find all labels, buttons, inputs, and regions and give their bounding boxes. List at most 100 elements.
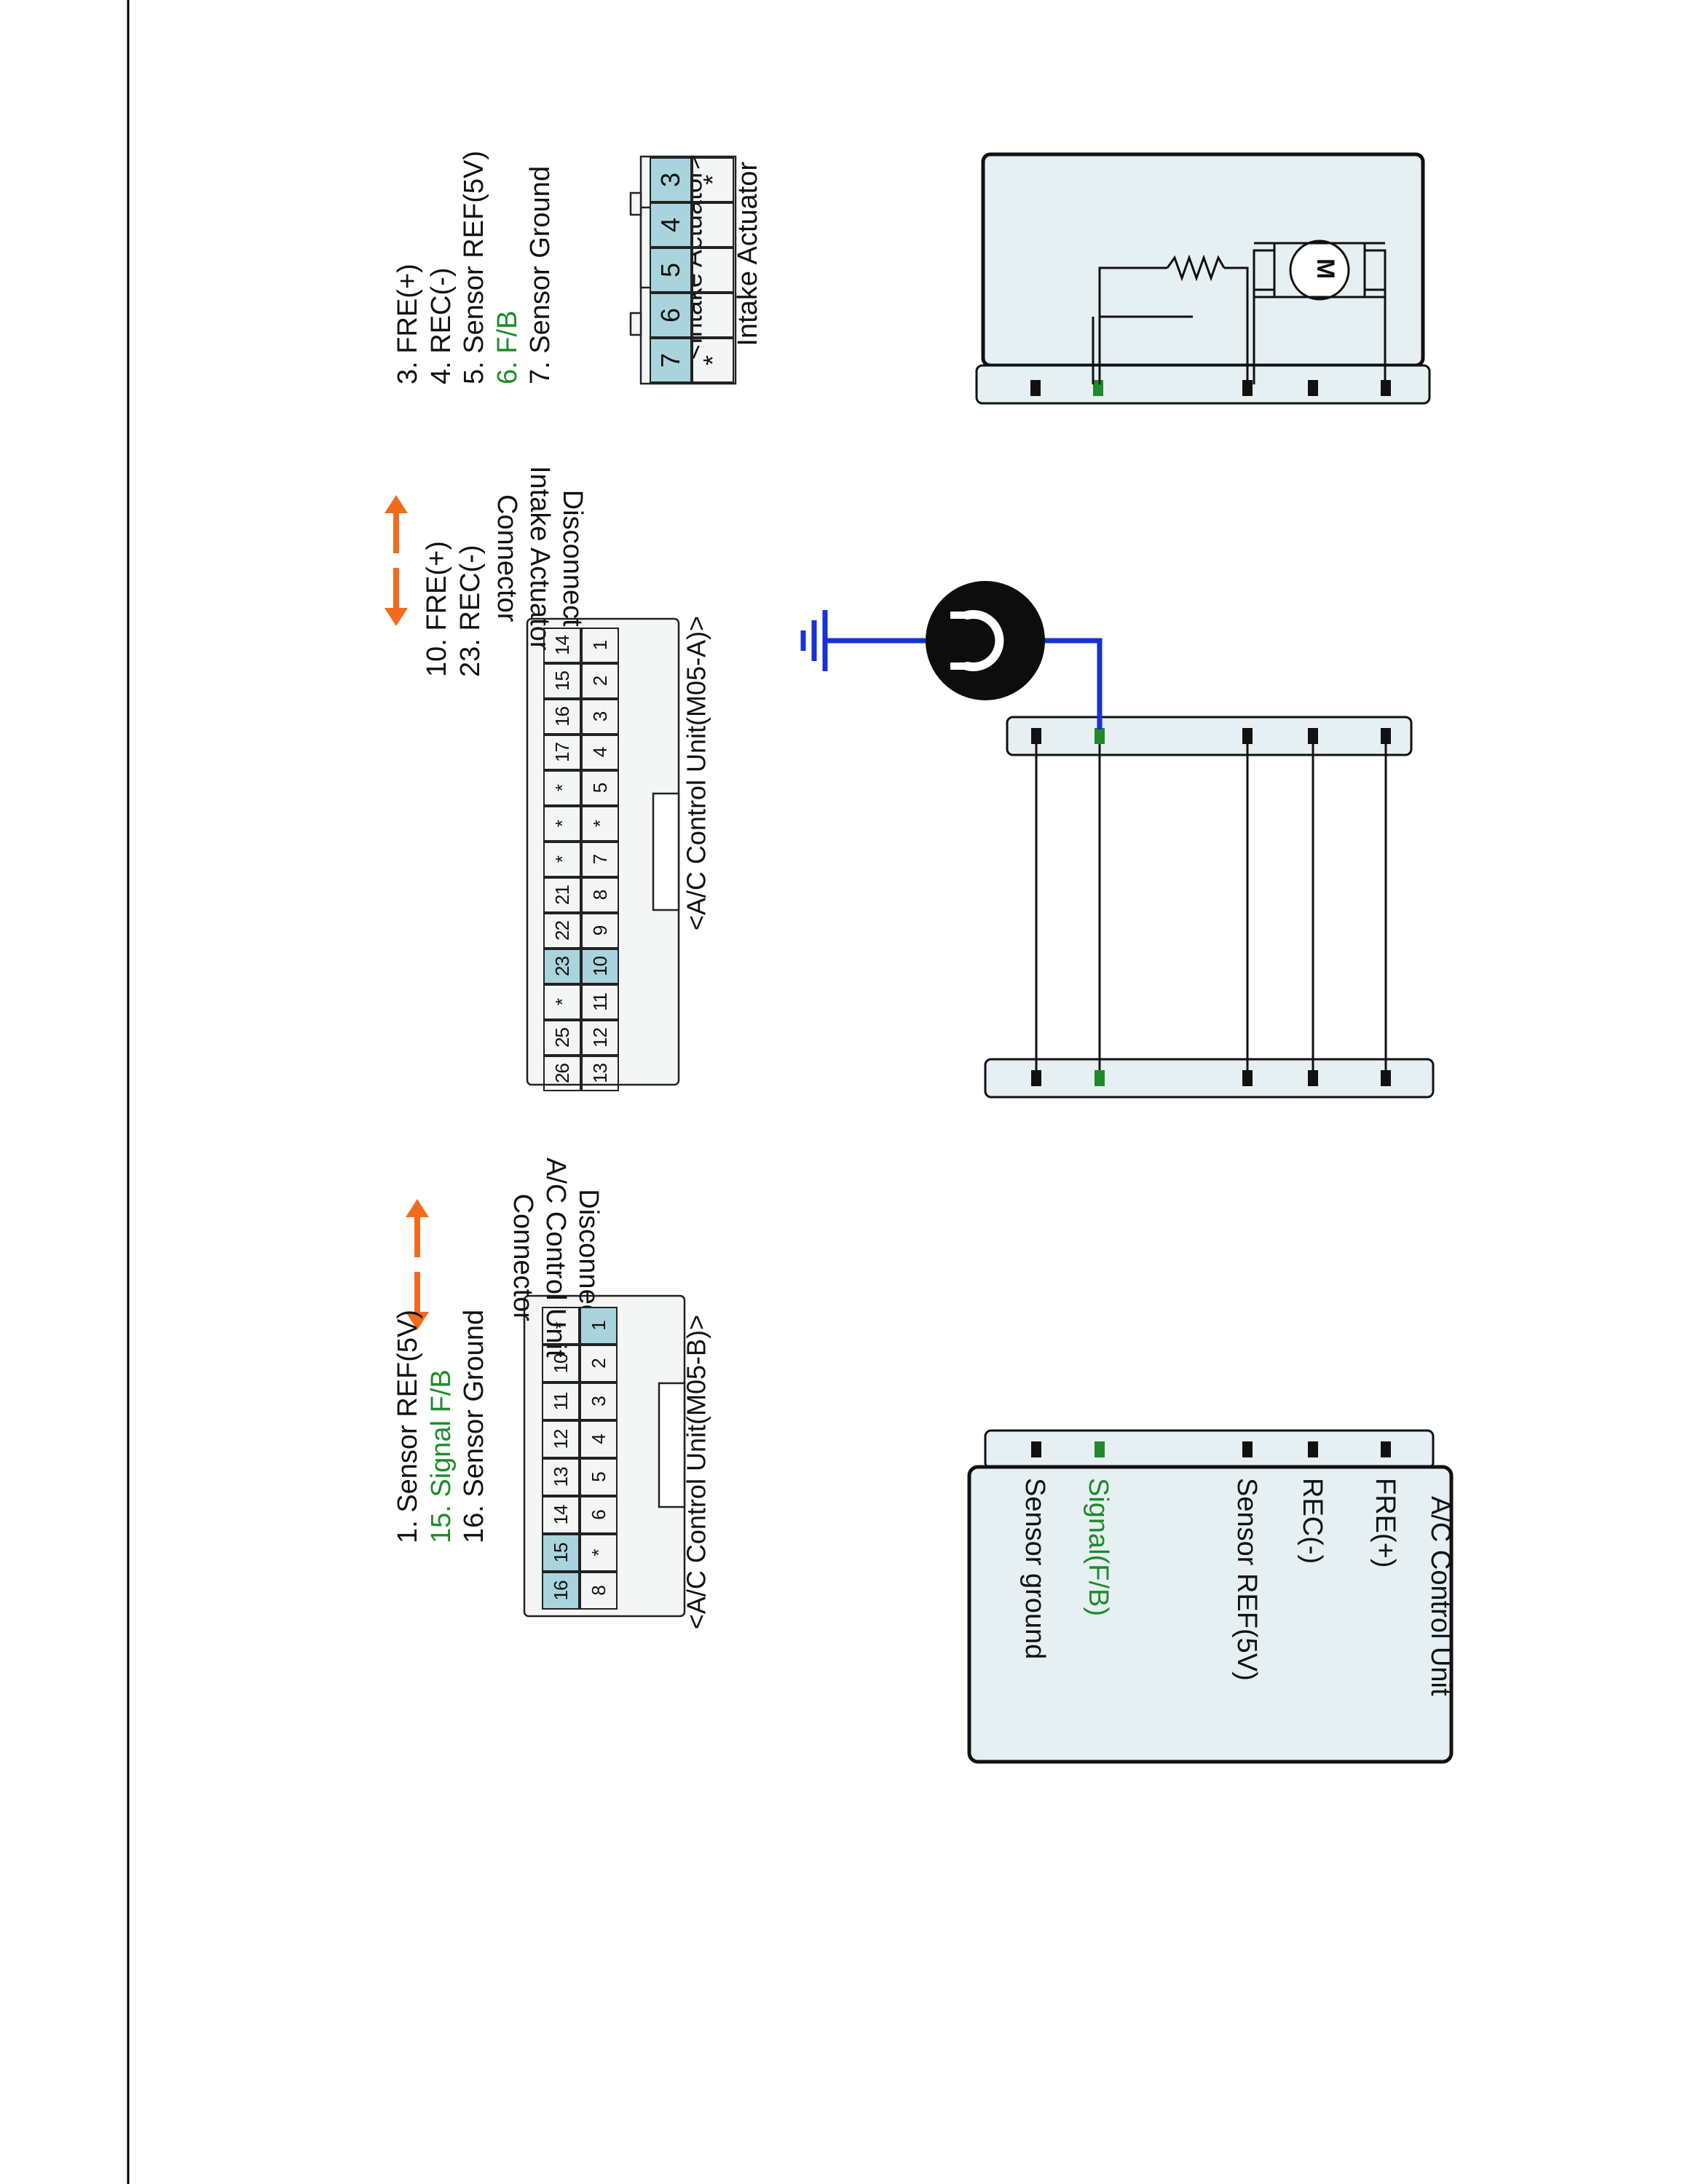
connector-pin-cell: * xyxy=(543,842,581,877)
intake-pin-7: 7. Sensor Ground xyxy=(525,166,556,384)
acu-b-pin-16: 16. Sensor Ground xyxy=(459,1309,490,1543)
connector-pin-cell: 4 xyxy=(580,1420,618,1458)
ohmmeter-icon xyxy=(926,581,1045,700)
connector-pin-cell: 2 xyxy=(581,663,619,699)
disconnect-intake-line-1: Disconnect xyxy=(557,489,588,627)
connector-pin-cell: 22 xyxy=(543,913,581,949)
connector-pin-cell: 11 xyxy=(581,984,619,1020)
disconnect-intake-label: Disconnect Intake Actuator Connector xyxy=(491,466,588,651)
connector-pin-cell: 14 xyxy=(543,628,581,663)
connector-pin-cell: * xyxy=(543,770,581,806)
disconnect-arrow-acu xyxy=(406,1199,429,1330)
connector-pin-cell: 15 xyxy=(542,1534,580,1572)
connector-pin-cell: 2 xyxy=(580,1345,618,1382)
motor-label: M xyxy=(1312,258,1339,280)
connector-pin-cell: * xyxy=(542,1307,580,1345)
connector-pin-cell: 14 xyxy=(542,1496,580,1534)
acu-pin-fre: FRE(+) xyxy=(1370,1478,1400,1568)
connector-pin-cell: 3 xyxy=(650,157,692,202)
connector-pin-cell: 16 xyxy=(543,699,581,735)
connector-pin-cell: * xyxy=(580,1534,618,1572)
acu-pin-rec: REC(-) xyxy=(1297,1478,1328,1564)
acu-a-pin-list: 10. FRE(+) 23. REC(-) xyxy=(421,541,487,677)
harness-pins xyxy=(1031,728,1391,1086)
connector-pin-cell: 5 xyxy=(580,1458,618,1496)
disconnect-intake-line-3: Connector xyxy=(492,494,523,622)
intake-pin-list: 3. FRE(+) 4. REC(-) 5. Sensor REF(5V) 6.… xyxy=(392,151,558,384)
intake-actuator-title: Intake Actuator xyxy=(733,162,764,347)
connector-pin-cell xyxy=(692,202,734,248)
connector-pin-cell: 3 xyxy=(580,1382,618,1420)
connector-pin-cell: 23 xyxy=(543,949,581,984)
connector-pin-cell: 4 xyxy=(581,735,619,770)
connector-pin-cell: 5 xyxy=(650,248,692,293)
intake-pin-4: 4. REC(-) xyxy=(425,267,457,384)
acu-a-pin-10: 10. FRE(+) xyxy=(422,541,452,677)
connector-pin-cell: 4 xyxy=(650,202,692,248)
intake-pin-5: 5. Sensor REF(5V) xyxy=(459,151,490,384)
connector-pin-cell: 12 xyxy=(581,1020,619,1056)
connector-pin-cell: * xyxy=(692,338,734,383)
connector-pin-cell: 10 xyxy=(581,949,619,984)
acu-a-pin-23: 23. REC(-) xyxy=(454,545,486,677)
intake-pin-3: 3. FRE(+) xyxy=(393,264,423,384)
motor-symbol xyxy=(1253,240,1387,384)
connector-pin-cell: 3 xyxy=(581,699,619,735)
connector-pin-cell: 15 xyxy=(543,663,581,699)
acu-pin-sensor-ref: Sensor REF(5V) xyxy=(1231,1478,1262,1681)
connector-pin-cell: 1 xyxy=(580,1307,618,1345)
connector-pin-cell: 25 xyxy=(543,1020,581,1056)
acu-harness-connector xyxy=(984,1058,1435,1099)
connector-pin-cell: 11 xyxy=(542,1382,580,1420)
acu-b-pin-15: 15. Signal F/B xyxy=(425,1369,457,1543)
intake-pin-6: 6. F/B xyxy=(492,310,523,384)
intake-harness-connector xyxy=(1006,716,1413,756)
connector-pin-cell: * xyxy=(692,157,734,202)
connector-pin-cell xyxy=(692,293,734,338)
connector-pin-cell: 6 xyxy=(580,1496,618,1534)
connector-pin-cell: * xyxy=(543,984,581,1020)
connector-pin-cell: 13 xyxy=(542,1458,580,1496)
connector-pin-cell: 13 xyxy=(581,1056,619,1091)
acu-a-connector-title: <A/C Control Unit(M05-A)> xyxy=(681,616,711,931)
connector-pin-cell: 8 xyxy=(580,1572,618,1610)
intake-actuator-connector-strip xyxy=(975,364,1431,405)
connector-pin-cell: 16 xyxy=(542,1572,580,1610)
disconnect-arrow-intake xyxy=(384,495,408,626)
acu-pin-signal-fb: Signal(F/B) xyxy=(1083,1478,1113,1617)
acu-title: A/C Control Unit xyxy=(1425,1496,1456,1696)
potentiometer-wiper xyxy=(1092,315,1193,384)
acu-b-pin-list: 1. Sensor REF(5V) 15. Signal F/B 16. Sen… xyxy=(392,1310,492,1543)
acu-b-connector-title: <A/C Control Unit(M05-B)> xyxy=(681,1315,711,1630)
connector-pin-cell: 5 xyxy=(581,770,619,806)
acu-box xyxy=(967,1465,1454,1764)
connector-pin-cell: 26 xyxy=(543,1056,581,1091)
connector-pin-cell: 9 xyxy=(581,913,619,949)
acu-b-pin-1: 1. Sensor REF(5V) xyxy=(393,1310,423,1543)
ground-icon xyxy=(800,610,828,671)
connector-pin-cell: 10 xyxy=(542,1345,580,1382)
connector-pin-cell: 21 xyxy=(543,877,581,913)
connector-pin-cell xyxy=(692,248,734,293)
connector-pin-cell: 6 xyxy=(650,293,692,338)
probe-wire xyxy=(1025,638,1103,729)
connector-pin-cell: 12 xyxy=(542,1420,580,1458)
harness-wires xyxy=(1035,736,1387,1078)
disconnect-acu-line-3: Connector xyxy=(508,1193,539,1321)
disconnect-intake-line-2: Intake Actuator xyxy=(524,466,556,651)
connector-pin-cell: 1 xyxy=(581,628,619,663)
connector-pin-cell: 17 xyxy=(543,735,581,770)
connector-pin-cell: * xyxy=(543,806,581,842)
connector-pin-cell: 8 xyxy=(581,877,619,913)
connector-pin-cell: 7 xyxy=(581,842,619,877)
acu-connector-strip xyxy=(984,1429,1435,1470)
connector-pin-cell: * xyxy=(581,806,619,842)
acu-pins xyxy=(1031,1441,1391,1457)
potentiometer-symbol xyxy=(1098,254,1249,384)
acu-pin-sensor-ground: Sensor ground xyxy=(1019,1478,1050,1660)
